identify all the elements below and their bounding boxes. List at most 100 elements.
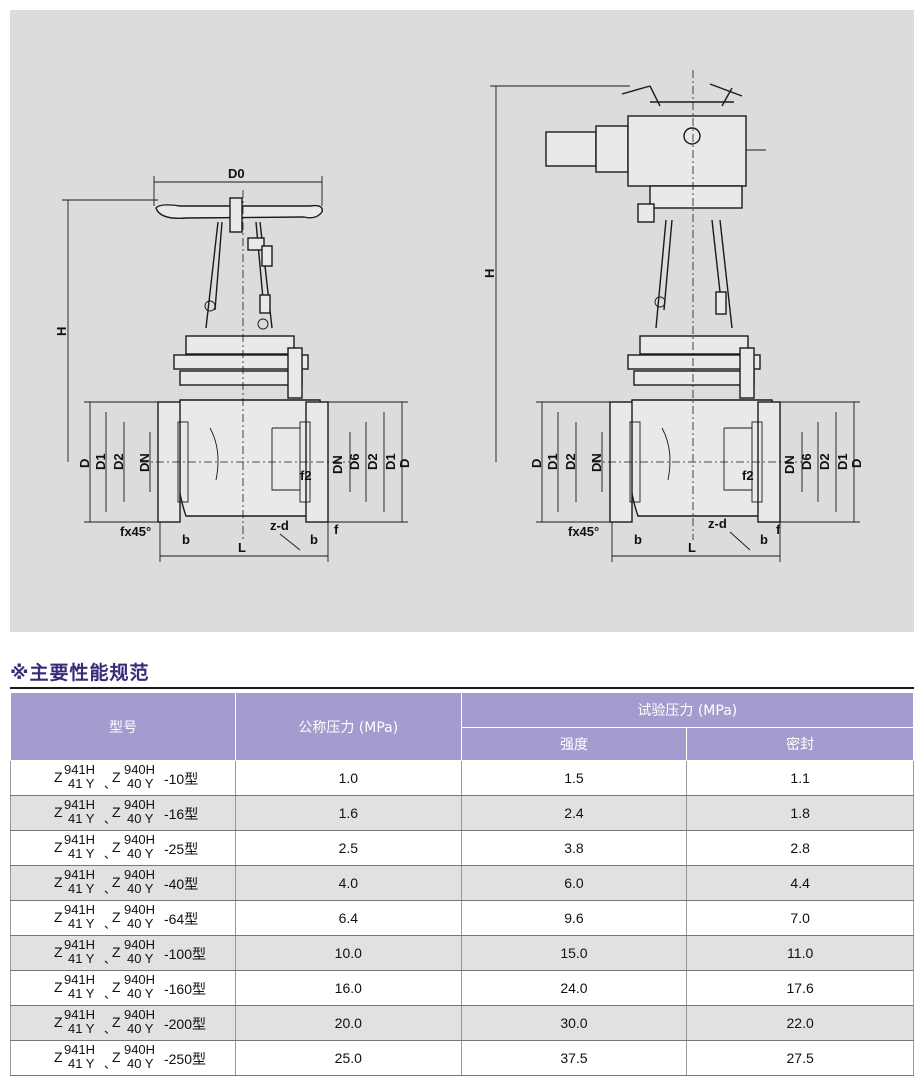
dim-label-fx45-right: fx45° — [568, 524, 599, 539]
model-variant-top-2: 940H — [123, 972, 156, 987]
model-separator: 、 — [103, 777, 116, 791]
model-variant-top-1: 941H — [63, 902, 96, 917]
dim-label-d2-left: D2 — [111, 453, 126, 470]
model-variant-bottom-2: 40 Y — [126, 776, 154, 791]
model-variant-top-2: 940H — [123, 937, 156, 952]
model-variant-bottom-1: 41 Y — [67, 986, 95, 1001]
section-title: ※主要性能规范 — [10, 662, 150, 684]
header-model: 型号 — [10, 692, 236, 761]
dim-label-d1-left: D1 — [93, 453, 108, 470]
strength-cell: 30.0 — [460, 1005, 688, 1041]
dim-label-f-left: f — [334, 522, 339, 537]
model-prefix: Z — [53, 804, 63, 820]
header-strength: 强度 — [460, 727, 688, 761]
model-variant-top-1: 941H — [63, 867, 96, 882]
model-variant-bottom-1: 41 Y — [67, 916, 95, 931]
nominal-pressure-cell: 2.5 — [234, 830, 462, 866]
manual-gate-valve-drawing: D0 H D D1 D2 DN DN D6 D2 D1 — [54, 166, 412, 562]
model-variant-top-1: 941H — [63, 1007, 96, 1022]
dim-label-dn-left2: DN — [589, 453, 604, 472]
strength-cell: 15.0 — [460, 935, 688, 971]
technical-drawing-panel: D0 H D D1 D2 DN DN D6 D2 D1 — [10, 10, 914, 632]
model-variant-top-2: 940H — [123, 832, 156, 847]
seal-cell: 27.5 — [686, 1040, 914, 1076]
model-variant-bottom-1: 41 Y — [67, 846, 95, 861]
strength-cell: 1.5 — [460, 760, 688, 796]
model-suffix: -250型 — [163, 1051, 206, 1067]
model-suffix: -16型 — [163, 806, 199, 822]
model-suffix: -64型 — [163, 911, 199, 927]
model-variant-bottom-1: 41 Y — [67, 1021, 95, 1036]
model-variant-bottom-2: 40 Y — [126, 916, 154, 931]
dim-label-dn-left: DN — [137, 453, 152, 472]
dim-label-d0: D0 — [228, 166, 245, 181]
model-variant-top-2: 940H — [123, 797, 156, 812]
dim-label-d6-right2: D6 — [799, 453, 814, 470]
model-variant-bottom-2: 40 Y — [126, 1056, 154, 1071]
model-variant-top-1: 941H — [63, 937, 96, 952]
model-suffix: -10型 — [163, 771, 199, 787]
nominal-pressure-cell: 4.0 — [234, 865, 462, 901]
dim-label-d2-right2: D2 — [817, 453, 832, 470]
dim-label-h: H — [54, 327, 69, 336]
model-prefix: Z — [53, 944, 63, 960]
model-variant-bottom-2: 40 Y — [126, 846, 154, 861]
dim-label-d-left: D — [77, 459, 92, 468]
dim-label-d-right2: D — [849, 459, 864, 468]
model-prefix: Z — [53, 1049, 63, 1065]
dim-label-b-right1: b — [634, 532, 642, 547]
dim-label-d1-left2: D1 — [545, 453, 560, 470]
seal-cell: 2.8 — [686, 830, 914, 866]
nominal-pressure-cell: 10.0 — [234, 935, 462, 971]
dim-label-b-left2: b — [310, 532, 318, 547]
dim-label-f2-right: f2 — [742, 468, 754, 483]
model-prefix: Z — [53, 979, 63, 995]
dim-label-fx45-left: fx45° — [120, 524, 151, 539]
model-variant-top-2: 940H — [123, 902, 156, 917]
model-variant-top-1: 941H — [63, 972, 96, 987]
dim-label-d6-right: D6 — [347, 453, 362, 470]
dim-label-dn-right2: DN — [782, 455, 797, 474]
dim-label-d1-right2: D1 — [835, 453, 850, 470]
dim-label-f2-left: f2 — [300, 468, 312, 483]
strength-cell: 6.0 — [460, 865, 688, 901]
model-variant-bottom-2: 40 Y — [126, 1021, 154, 1036]
nominal-pressure-cell: 6.4 — [234, 900, 462, 936]
model-variant-top-2: 940H — [123, 1007, 156, 1022]
model-separator: 、 — [103, 952, 116, 966]
model-variant-bottom-1: 41 Y — [67, 1056, 95, 1071]
model-prefix: Z — [53, 874, 63, 890]
dim-label-b-right2: b — [760, 532, 768, 547]
header-seal: 密封 — [686, 727, 914, 761]
header-test-pressure: 试验压力 (MPa) — [460, 692, 915, 728]
model-prefix: Z — [53, 839, 63, 855]
model-variant-bottom-2: 40 Y — [126, 881, 154, 896]
model-suffix: -200型 — [163, 1016, 206, 1032]
seal-cell: 1.1 — [686, 760, 914, 796]
nominal-pressure-cell: 25.0 — [234, 1040, 462, 1076]
model-variant-top-2: 940H — [123, 867, 156, 882]
seal-cell: 22.0 — [686, 1005, 914, 1041]
model-suffix: -100型 — [163, 946, 206, 962]
nominal-pressure-cell: 20.0 — [234, 1005, 462, 1041]
